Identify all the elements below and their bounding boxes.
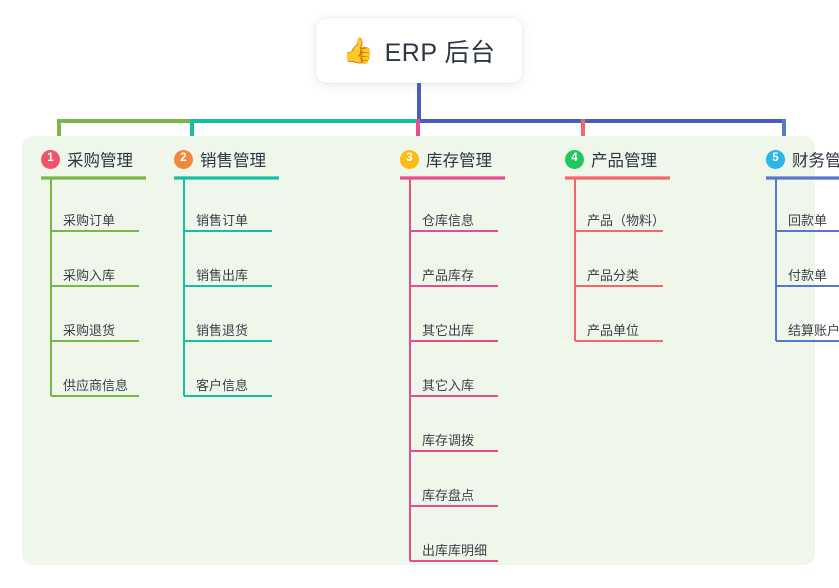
- branch-item[interactable]: 采购订单: [63, 213, 116, 228]
- root-node[interactable]: 👍 ERP 后台: [316, 18, 522, 83]
- branch-item[interactable]: 其它出库: [422, 323, 475, 338]
- branch-item[interactable]: 采购入库: [63, 268, 116, 283]
- branch-item[interactable]: 库存调拨: [422, 433, 475, 448]
- branch-header-4[interactable]: 4 产品管理: [565, 147, 657, 171]
- branch-title-4: 产品管理: [591, 152, 657, 170]
- thumbs-up-icon: 👍: [342, 36, 374, 65]
- branch-item[interactable]: 采购退货: [63, 323, 116, 338]
- branch-header-2[interactable]: 2 销售管理: [174, 147, 266, 171]
- branch-item[interactable]: 销售退货: [196, 323, 249, 338]
- branch-item[interactable]: 产品（物料）: [587, 213, 666, 228]
- branch-header-1[interactable]: 1 采购管理: [41, 147, 133, 171]
- branch-item[interactable]: 销售出库: [196, 268, 249, 283]
- branch-item[interactable]: 出库库明细: [422, 543, 488, 558]
- branch-title-3: 库存管理: [426, 152, 492, 170]
- branch-number-badge-3: 3: [400, 149, 419, 169]
- branch-item[interactable]: 产品库存: [422, 268, 475, 283]
- branch-item[interactable]: 产品单位: [587, 323, 640, 338]
- branch-item[interactable]: 结算账户: [788, 323, 839, 338]
- branches-panel: [22, 136, 815, 565]
- branch-item[interactable]: 客户信息: [196, 378, 249, 393]
- branch-title-2: 销售管理: [200, 152, 266, 170]
- branch-number-badge-1: 1: [41, 149, 60, 169]
- branch-header-3[interactable]: 3 库存管理: [400, 147, 492, 171]
- branch-number-badge-5: 5: [766, 149, 785, 169]
- branch-item[interactable]: 回款单: [788, 213, 828, 228]
- branch-title-5: 财务管理: [792, 152, 839, 170]
- branch-title-1: 采购管理: [67, 152, 133, 170]
- branch-number-badge-4: 4: [565, 149, 584, 169]
- branch-item[interactable]: 库存盘点: [422, 488, 475, 503]
- branch-number-badge-2: 2: [174, 149, 193, 169]
- branch-item[interactable]: 产品分类: [587, 268, 640, 283]
- branch-item[interactable]: 销售订单: [196, 213, 249, 228]
- branch-item[interactable]: 付款单: [788, 268, 828, 283]
- branch-item[interactable]: 其它入库: [422, 378, 475, 393]
- branch-item[interactable]: 供应商信息: [63, 378, 129, 393]
- root-node-label: ERP 后台: [384, 38, 496, 67]
- branch-item[interactable]: 仓库信息: [422, 213, 475, 228]
- branch-header-5[interactable]: 5 财务管理: [766, 147, 839, 171]
